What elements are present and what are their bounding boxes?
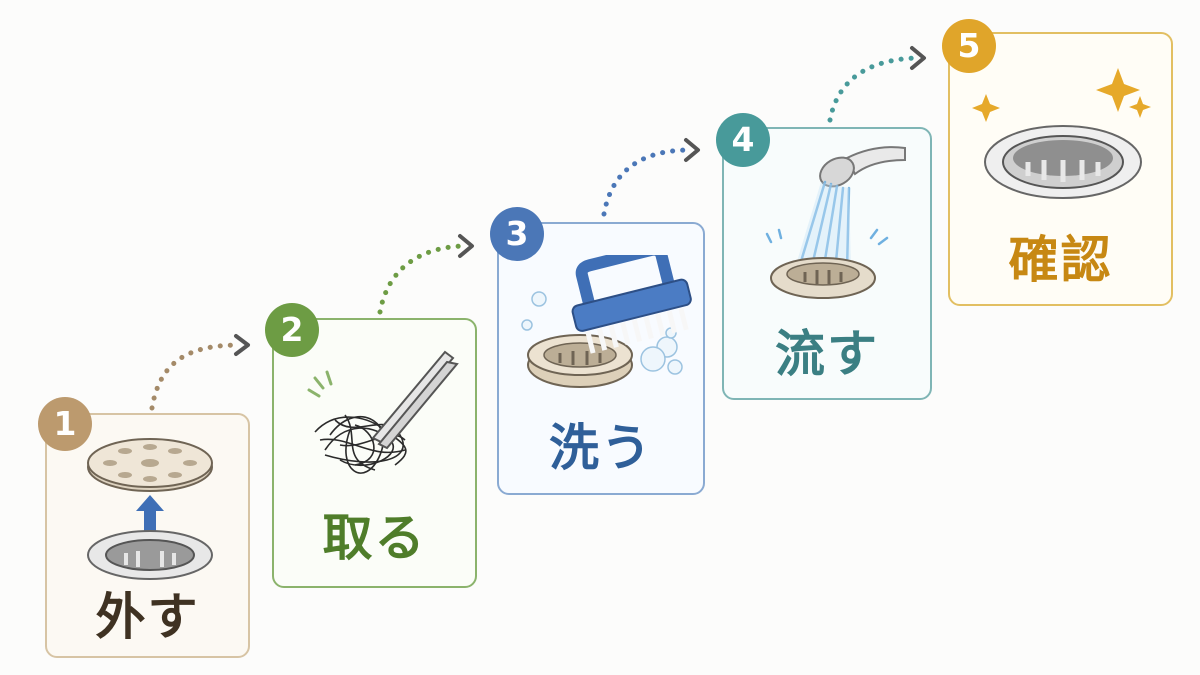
sparkle-large-icon: [1096, 68, 1140, 112]
arrow-3-to-4: [601, 147, 693, 217]
step-1-label: 外す: [95, 588, 200, 646]
arrow-4-to-5: [827, 55, 918, 123]
drain-cover-lift-icon: [87, 438, 213, 580]
arrow-2-to-3: [377, 243, 465, 315]
arrow-1-to-2: [149, 342, 243, 411]
sparkle-left-icon: [972, 94, 1000, 122]
step-3-badge: 3: [490, 207, 544, 261]
step-4-badge: 4: [716, 113, 770, 167]
shower-rinse-icon: [765, 146, 906, 299]
step-3-label: 洗う: [549, 419, 653, 477]
step-2-badge: 2: [265, 303, 319, 357]
clean-drain-sparkle-icon: [972, 68, 1151, 199]
sparkle-small-icon: [1129, 96, 1151, 118]
step-5-label: 確認: [1008, 231, 1113, 289]
tweezers-hair-icon: [307, 350, 459, 474]
arrowhead-3: [684, 138, 700, 162]
step-2-label: 取る: [322, 509, 427, 567]
arrowhead-1: [234, 334, 250, 356]
step-1-badge: 1: [38, 397, 92, 451]
scrub-brush-icon: [521, 255, 692, 388]
arrowhead-4: [910, 46, 926, 70]
step-5-badge: 5: [942, 19, 996, 73]
step-4-label: 流す: [775, 325, 879, 383]
arrowhead-2: [458, 234, 474, 258]
